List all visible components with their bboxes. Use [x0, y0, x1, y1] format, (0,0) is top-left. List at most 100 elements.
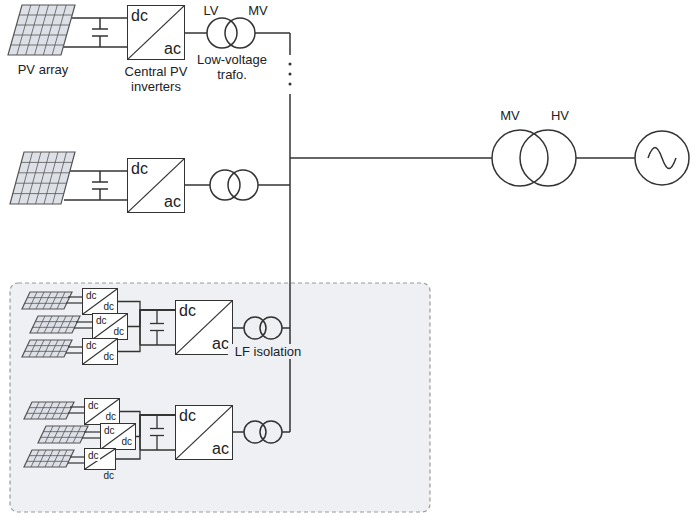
dc-rail: [70, 170, 127, 172]
dc-connector: [118, 302, 175, 311]
transformer-symbol: [210, 170, 240, 200]
capacitor-symbol: [99, 189, 101, 200]
pv-cell-line: [35, 5, 49, 55]
mv-bus: [289, 94, 291, 432]
pv-cell-line: [29, 292, 37, 309]
pv-panel-outline: [22, 340, 72, 357]
transformer-symbol: [207, 18, 237, 48]
output-label: ac: [163, 194, 182, 210]
pv-cell-line: [31, 450, 39, 467]
pv-cell-line: [52, 402, 60, 419]
output-label: dc: [120, 437, 133, 447]
pv-cell-line: [35, 321, 77, 322]
inverter-box: dcac: [127, 5, 185, 60]
pv-cell-line: [19, 152, 33, 204]
input-label: dc: [178, 408, 197, 424]
pv-cell-line: [51, 316, 59, 333]
capacitor-symbol: [156, 331, 157, 346]
dcdc-converter: dcdc: [92, 313, 128, 340]
pv-cell-line: [16, 25, 69, 26]
pv-panel-outline: [10, 152, 75, 204]
pv-string: [38, 426, 88, 443]
dc-rail: [62, 46, 127, 48]
dcdc-converter: dcdc: [82, 338, 118, 365]
sine-symbol: [648, 148, 676, 169]
pv-cell-line: [27, 461, 69, 462]
pv-cell-line: [65, 316, 73, 333]
dcdc-converter: dcdc: [82, 288, 118, 315]
pv-cell-line: [14, 35, 67, 36]
wire: [70, 456, 84, 457]
capacitor-symbol: [150, 323, 164, 324]
pv-cell-line: [53, 152, 67, 204]
pv-cell-line: [27, 345, 69, 346]
transformer-symbol: [520, 130, 576, 186]
pv-cell-line: [59, 426, 67, 443]
pv-cell-line: [21, 162, 72, 163]
pv-cell-line: [36, 340, 44, 357]
inverter-box: dcac: [175, 300, 233, 355]
pv-panel-outline: [24, 402, 74, 419]
wire: [70, 406, 84, 407]
pv-cell-line: [41, 437, 83, 438]
converter-diagonal: [128, 159, 184, 212]
pv-cell-line: [29, 407, 71, 408]
pv-cell-line: [52, 5, 66, 55]
ellipsis-dot: [289, 63, 292, 66]
wire: [233, 431, 244, 433]
capacitor-symbol: [156, 436, 157, 451]
input-label: dc: [130, 161, 149, 177]
pv-cell-line: [52, 426, 60, 443]
pv-cell-line: [19, 15, 72, 16]
wire: [66, 302, 82, 303]
pv-cell-line: [26, 5, 40, 55]
pv-cell-line: [17, 5, 31, 55]
wire: [68, 412, 84, 413]
capacitor-symbol: [99, 18, 101, 29]
pv-cell-line: [45, 426, 53, 443]
dcdc-converter: dcdc: [100, 423, 136, 450]
capacitor-symbol: [156, 310, 157, 324]
wire: [576, 157, 635, 159]
pv-cell-line: [57, 292, 65, 309]
ellipsis-dot: [289, 83, 292, 86]
pv-cell-line: [36, 152, 50, 204]
pv-cell-line: [44, 316, 52, 333]
converter-diagonal: [176, 406, 232, 459]
pv-cell-line: [73, 426, 81, 443]
pv-cell-line: [45, 450, 53, 467]
pv-cell-line: [27, 152, 41, 204]
pv-cell-line: [13, 193, 64, 194]
pv-cell-line: [50, 292, 58, 309]
wire: [255, 32, 290, 34]
dc-connector: [136, 415, 175, 437]
dc-rail: [64, 199, 127, 201]
pv-cell-line: [59, 450, 67, 467]
wire: [84, 431, 100, 432]
pv-cell-line: [43, 431, 85, 432]
dc-rail: [139, 310, 140, 345]
input-label: dc: [85, 341, 98, 351]
dc-connector: [128, 310, 175, 327]
dcdc-converter: dcdc: [84, 398, 120, 425]
pv-array: [10, 152, 75, 204]
pv-panel-outline: [8, 5, 75, 55]
wire: [66, 352, 82, 353]
pv-cell-line: [43, 5, 57, 55]
pv-cell-line: [25, 303, 67, 304]
pv-panel-outline: [24, 450, 74, 467]
wire: [290, 157, 492, 159]
ellipsis-dot: [289, 73, 292, 76]
capacitor-symbol: [99, 171, 101, 182]
wire: [68, 346, 82, 347]
wire: [282, 327, 290, 329]
text-label: MV: [243, 3, 273, 18]
transformer-symbol: [260, 317, 282, 339]
pv-cell-line: [50, 340, 58, 357]
pv-string: [24, 450, 74, 467]
transformer-symbol: [228, 170, 258, 200]
pv-cell-line: [25, 351, 67, 352]
capacitor-symbol: [92, 181, 108, 183]
inverter-box: dc ac: [127, 158, 185, 213]
pv-cell-line: [66, 426, 74, 443]
